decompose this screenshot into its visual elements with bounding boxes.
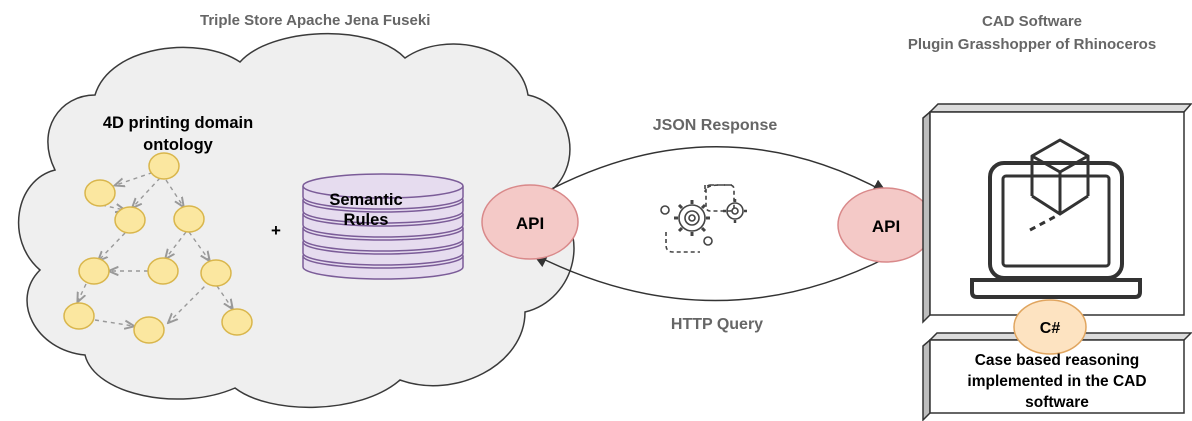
http-query-arrow [532,253,889,302]
api-left-circle [481,184,579,260]
ontology-nodes [63,152,253,344]
json-response-arrow [539,146,888,196]
ontology-node [133,316,165,344]
json-response-label: JSON Response [653,117,778,134]
ontology-node [78,257,110,285]
ontology-node [173,205,205,233]
gears-icon [660,184,747,253]
ontology-label-line1: 4D printing domain [103,114,253,132]
api-left-label: API [516,214,544,233]
rules-label-line1: Semantic [329,191,402,209]
ontology-node [84,179,116,207]
csharp-badge-circle [1013,299,1087,355]
ontology-node [63,302,95,330]
cbr-label-line2: implemented in the CAD [967,373,1146,390]
right-title-line2: Plugin Grasshopper of Rhinoceros [908,36,1156,53]
cbr-label-line1: Case based reasoning [975,352,1140,369]
cloud-icon [17,33,575,408]
ontology-label-line2: ontology [143,136,213,154]
plus-sign: + [271,221,281,240]
ontology-node [114,206,146,234]
api-right-label: API [872,217,900,236]
left-title: Triple Store Apache Jena Fuseki [200,12,430,29]
ontology-node [147,257,179,285]
ontology-node [148,152,180,180]
database-icon [302,173,464,280]
ontology-node [200,259,232,287]
http-query-label: HTTP Query [671,316,763,333]
csharp-badge-label: C# [1040,320,1061,337]
cube-icon [1029,138,1090,232]
rules-label-line2: Rules [344,211,389,229]
cbr-label-line3: software [1025,394,1089,411]
ontology-node [221,308,253,336]
right-title-line1: CAD Software [982,13,1082,30]
